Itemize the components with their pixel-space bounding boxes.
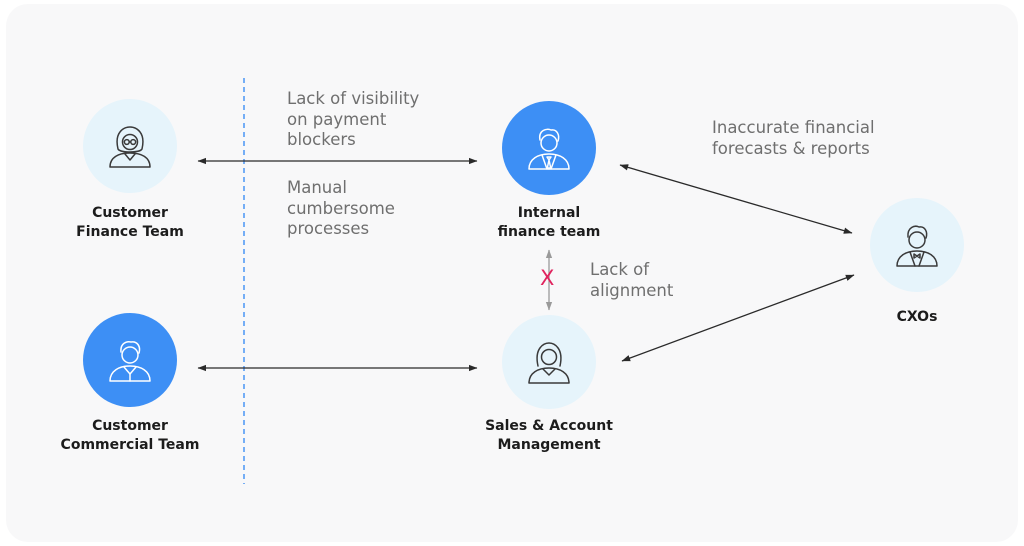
issue-inaccurate-forecasts: Inaccurate financial forecasts & reports	[712, 118, 875, 158]
diagram-background	[6, 4, 1018, 542]
woman-with-glasses-icon	[109, 126, 151, 168]
man-in-suit-icon	[528, 128, 570, 170]
connector-internal-cxos	[619, 164, 853, 234]
issue-lack-of-alignment: Lack of alignment	[590, 260, 674, 300]
node-label-cxos: CXOs	[896, 309, 938, 325]
node-circle-customer-commercial	[83, 313, 177, 407]
issue-lack-of-visibility: Lack of visibility on payment blockers	[287, 89, 420, 149]
executive-icon	[896, 225, 938, 267]
man-icon	[109, 341, 151, 382]
node-label-customer-finance: Customer Finance Team	[76, 205, 184, 240]
misalignment-x-mark: X	[540, 266, 555, 290]
node-label-sales-account: Sales & Account Management	[485, 418, 613, 453]
woman-icon	[528, 342, 570, 384]
node-label-customer-commercial: Customer Commercial Team	[60, 418, 200, 453]
connector-sales-cxos	[621, 274, 855, 362]
issue-manual-processes: Manual cumbersome processes	[287, 178, 395, 238]
node-label-internal-finance: Internal finance team	[497, 205, 601, 240]
node-circle-internal-finance	[502, 101, 596, 195]
